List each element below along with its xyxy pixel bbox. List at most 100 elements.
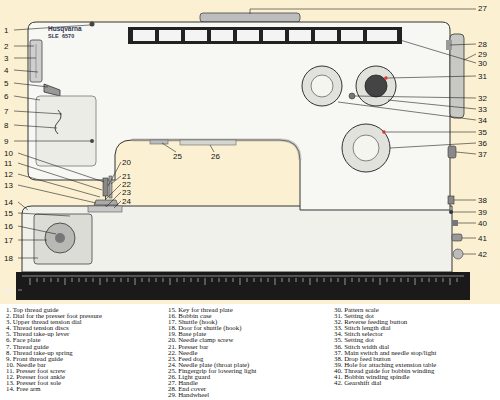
ruler-tick — [65, 278, 66, 285]
leader-line — [14, 46, 34, 47]
gearshift-dial — [453, 249, 463, 259]
callout-number: 39 — [478, 208, 487, 217]
dial-center — [365, 75, 387, 97]
callout-number: 28 — [478, 40, 487, 49]
callout-number: 29 — [478, 50, 487, 59]
leader-line — [454, 200, 476, 201]
callout-number: 26 — [211, 152, 220, 161]
leader-line — [108, 162, 121, 186]
part-name: 6. Face plate — [6, 337, 120, 343]
leader-line — [111, 176, 121, 184]
part-name: 42. Gearshift dial — [334, 380, 454, 386]
dial-center — [353, 135, 379, 161]
top-thread-guide — [90, 22, 95, 27]
ruler-tick — [142, 278, 143, 282]
stitch-width-dial — [342, 124, 390, 172]
callout-number: 38 — [478, 196, 487, 205]
callout-number: 9 — [4, 137, 8, 146]
leader-line — [400, 40, 476, 63]
leader-line — [386, 132, 476, 133]
stitch-selector-dial — [302, 66, 342, 106]
leader-line — [458, 223, 476, 224]
ruler-tick — [317, 278, 318, 282]
ruler-tick — [408, 278, 409, 282]
callout-number: 6 — [4, 92, 8, 101]
leader-line — [14, 111, 62, 114]
callout-number: 1 — [4, 26, 8, 35]
ruler-tick — [247, 278, 248, 282]
callout-number: 2 — [4, 42, 8, 51]
ruler-tick — [366, 278, 367, 282]
leader-line — [14, 96, 40, 100]
leader-line — [250, 9, 476, 14]
leader-line — [14, 83, 48, 87]
ruler-tick — [121, 278, 122, 282]
leader-line — [18, 290, 22, 291]
machine-body — [28, 22, 450, 210]
ruler-tick — [149, 278, 150, 282]
callout-number: 30 — [478, 59, 487, 68]
ruler-tick — [219, 278, 220, 282]
part-name: 21. Presser bar — [168, 344, 328, 350]
callout-number: 20 — [122, 158, 131, 167]
leader-line — [450, 44, 476, 45]
pattern-cell — [133, 30, 155, 41]
leader-line — [18, 202, 28, 210]
pattern-cell — [367, 30, 397, 41]
face-plate — [36, 96, 96, 166]
base-plate — [16, 272, 470, 300]
part-name: 22. Needle — [168, 350, 328, 356]
ruler-tick — [422, 278, 423, 282]
ruler-tick — [254, 278, 255, 282]
pattern-cell — [289, 30, 311, 41]
ruler-tick — [303, 278, 304, 282]
leader-line — [14, 141, 90, 142]
leader-line — [106, 192, 121, 207]
part-name: 35. Setting dot — [334, 337, 454, 343]
leader-line — [463, 254, 476, 255]
leader-line — [162, 143, 176, 152]
background-panel — [0, 0, 500, 304]
callout-number: 27 — [478, 4, 487, 13]
ruler-tick — [135, 278, 136, 285]
callout-number: 32 — [478, 94, 487, 103]
leader-line — [338, 102, 476, 120]
leader-line — [462, 238, 476, 239]
ruler-tick — [429, 278, 430, 282]
ruler-tick — [394, 278, 395, 282]
pattern-cell — [211, 30, 233, 41]
leader-line — [18, 213, 70, 216]
parts-list-column: 30. Pattern scale31. Setting dot32. Reve… — [334, 307, 454, 386]
ruler-tick — [261, 278, 262, 282]
leader-line — [388, 76, 476, 78]
leader-lines — [14, 9, 476, 290]
leader-line — [390, 143, 476, 148]
handle — [200, 13, 300, 22]
part-name: 20. Needle clamp screw — [168, 337, 328, 343]
front-thread-guide — [90, 139, 94, 143]
ruler-tick — [184, 278, 185, 282]
brand-text: Husqvarna — [48, 26, 82, 33]
callout-number: 18 — [4, 254, 13, 263]
ruler-tick — [275, 278, 276, 285]
arm-shadow — [132, 140, 300, 160]
callout-number: 22 — [122, 180, 131, 189]
leader-line — [18, 226, 56, 234]
ruler-tick — [107, 278, 108, 282]
callout-number: 35 — [478, 128, 487, 137]
ruler-tick — [296, 278, 297, 282]
ruler-tick — [51, 278, 52, 282]
ruler-tick — [170, 278, 171, 285]
setting-dot — [384, 76, 388, 80]
leader-line — [464, 54, 476, 60]
ruler-tick — [72, 278, 73, 282]
part-name: 29. Handwheel — [168, 392, 328, 398]
callout-number: 31 — [478, 72, 487, 81]
reverse-button — [349, 93, 355, 99]
ruler-tick — [44, 278, 45, 282]
callout-number: 3 — [4, 54, 8, 63]
callout-number: 16 — [4, 222, 13, 231]
callout-number: 15 — [4, 209, 13, 218]
ruler-tick — [457, 278, 458, 282]
leader-line — [18, 174, 100, 197]
